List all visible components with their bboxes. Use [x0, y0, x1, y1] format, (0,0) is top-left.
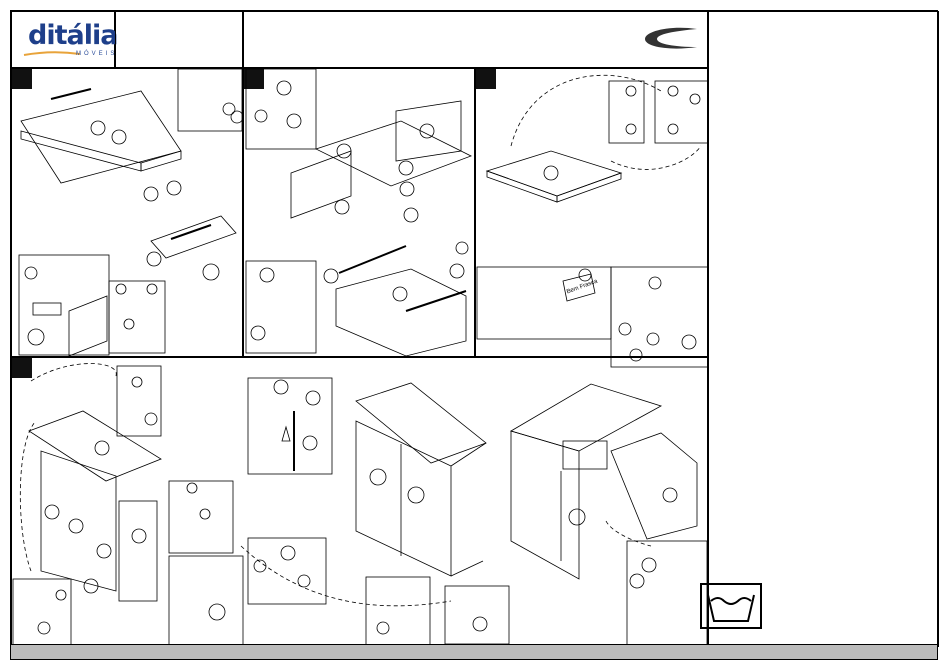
- assembly-sheet: ditália MÓVEIS: [10, 10, 938, 660]
- wash-basin-icon: [700, 583, 762, 629]
- step-3-drawing: [477, 75, 708, 367]
- assembly-drawings: [11, 11, 939, 647]
- step-2-drawing: [246, 69, 471, 356]
- step-4-drawing: [13, 364, 707, 647]
- step-1-drawing: [19, 69, 243, 356]
- footer-bar: [11, 644, 937, 659]
- wash-basin-drawing: [702, 585, 760, 627]
